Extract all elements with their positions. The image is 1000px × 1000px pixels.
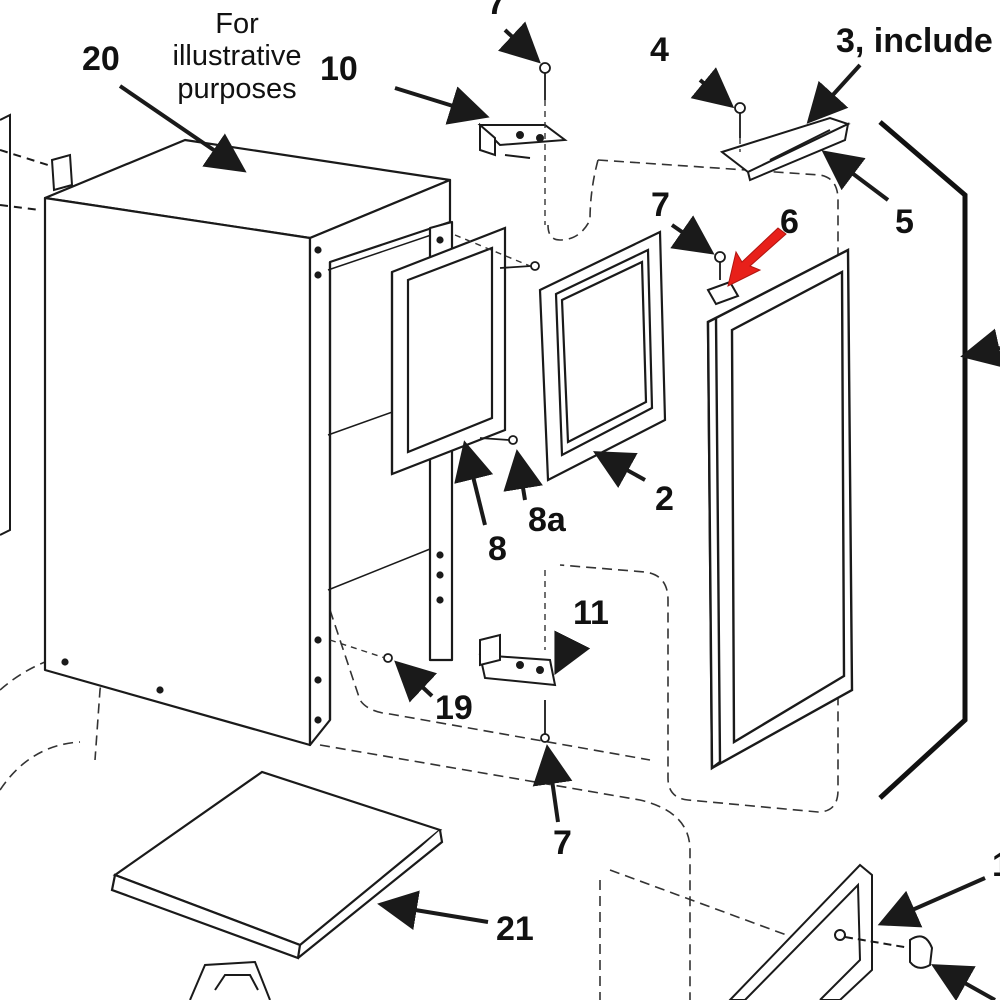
top-hinge-part-10 <box>477 122 568 159</box>
inner-frame-part-8 <box>390 226 507 476</box>
callout-8a: 8a <box>528 501 566 539</box>
screw-axis-lines <box>329 100 741 659</box>
callout-6: 6 <box>780 203 799 241</box>
callout-4: 4 <box>650 31 669 69</box>
callout-7-top: 7 <box>487 0 506 22</box>
callout-10: 10 <box>320 50 358 88</box>
screws <box>383 62 746 743</box>
assembly-bracket-line <box>878 120 968 800</box>
note-line-3: purposes <box>177 72 297 105</box>
illustrative-note: For illustrative purposes <box>152 8 322 105</box>
handle-part-3 <box>719 116 851 182</box>
bottom-right-bracket <box>728 863 934 1000</box>
callout-2: 2 <box>655 480 674 518</box>
callout-19: 19 <box>435 689 473 727</box>
callout-20: 20 <box>82 40 120 78</box>
gasket-part-2 <box>538 230 667 482</box>
callout-1: 1 <box>992 848 1000 882</box>
bottom-hinge-part-11 <box>478 633 557 687</box>
highlight-arrow <box>727 227 787 287</box>
bracket-part-6 <box>706 280 740 306</box>
callout-arrows <box>118 21 1000 1000</box>
door-panel <box>706 248 854 771</box>
left-partial-panel <box>0 113 74 536</box>
shelf-pad-part-21 <box>110 770 444 960</box>
bottom-partial-part <box>189 960 271 1000</box>
callout-5: 5 <box>895 203 914 241</box>
callout-8: 8 <box>488 530 507 568</box>
callout-3: 3, include <box>836 22 993 60</box>
note-line-2: illustrative <box>172 40 302 73</box>
callout-21: 21 <box>496 910 534 948</box>
callout-7-mid: 7 <box>651 186 670 224</box>
note-line-1: For <box>215 8 259 40</box>
callout-7-bottom: 7 <box>553 824 572 862</box>
callout-11: 11 <box>573 594 609 632</box>
